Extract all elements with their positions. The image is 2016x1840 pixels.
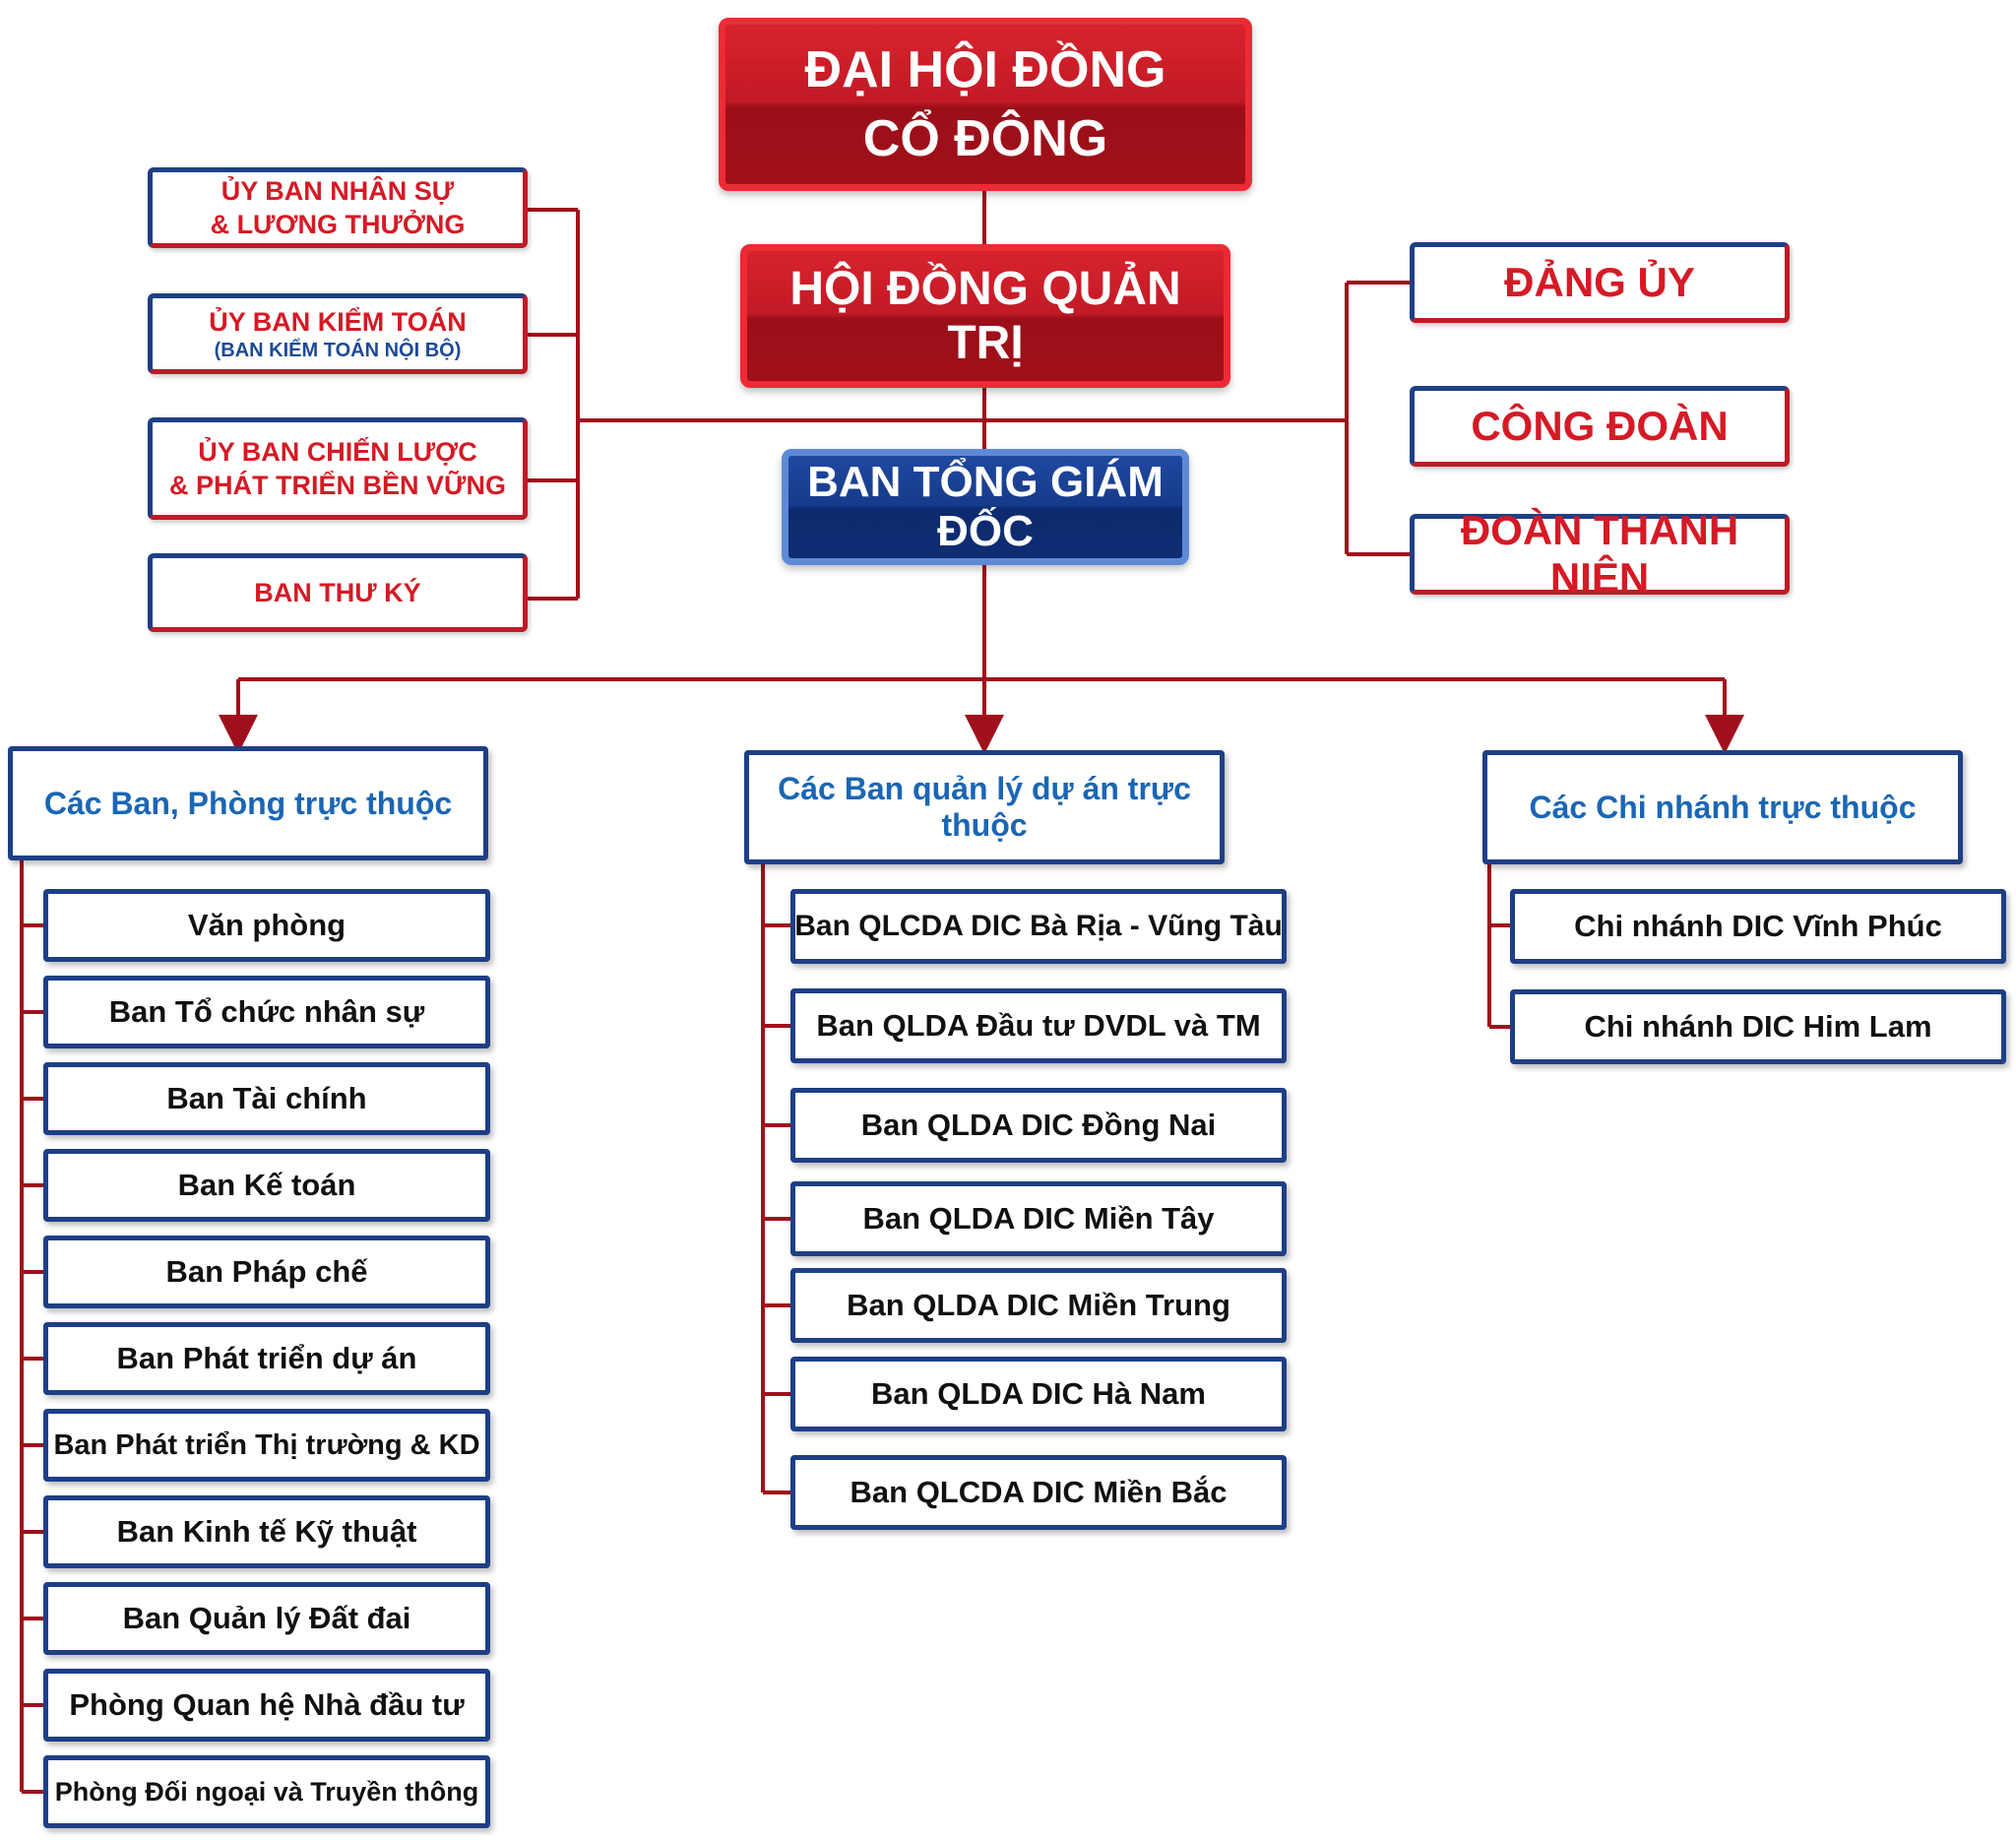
- project-board-item: Ban QLDA DIC Đồng Nai: [790, 1088, 1287, 1163]
- project-board-item: Ban QLDA DIC Miền Tây: [790, 1181, 1287, 1256]
- org-label: ĐẢNG ỦY: [1504, 259, 1695, 305]
- org-label: ĐOÀN THANH NIÊN: [1460, 507, 1739, 601]
- committee-line: BAN THƯ KÝ: [254, 578, 421, 607]
- group-header-project-boards: Các Ban quản lý dự án trực thuộc: [744, 750, 1225, 864]
- dept-label: Ban Pháp chế: [165, 1254, 368, 1289]
- project-board-label: Ban QLDA DIC Miền Tây: [862, 1201, 1215, 1236]
- group-header-branches: Các Chi nhánh trực thuộc: [1482, 750, 1963, 864]
- dept-label: Ban Phát triển dự án: [116, 1341, 417, 1375]
- dept-label: Ban Phát triển Thị trường & KD: [53, 1428, 480, 1461]
- committee-line: ỦY BAN NHÂN SỰ: [220, 176, 455, 206]
- dept-label: Phòng Đối ngoại và Truyền thông: [54, 1776, 479, 1807]
- committee-audit: ỦY BAN KIỂM TOÁN (BAN KIỂM TOÁN NỘI BỘ): [148, 293, 528, 374]
- dept-item: Ban Pháp chế: [43, 1236, 490, 1308]
- org-label: CÔNG ĐOÀN: [1471, 403, 1729, 449]
- project-board-item: Ban QLDA DIC Hà Nam: [790, 1357, 1287, 1431]
- branch-item: Chi nhánh DIC Vĩnh Phúc: [1510, 889, 2006, 964]
- dept-item: Ban Quản lý Đất đai: [43, 1582, 490, 1655]
- committee-line: ỦY BAN KIỂM TOÁN: [209, 307, 467, 337]
- dept-label: Phòng Quan hệ Nhà đầu tư: [69, 1687, 465, 1722]
- dept-item: Ban Tài chính: [43, 1062, 490, 1135]
- general-meeting-line1: ĐẠI HỘI ĐỒNG: [804, 41, 1166, 98]
- dept-item: Ban Kinh tế Kỹ thuật: [43, 1495, 490, 1568]
- dept-label: Ban Kinh tế Kỹ thuật: [116, 1514, 417, 1549]
- committee-line: & LƯƠNG THƯỞNG: [210, 210, 466, 239]
- project-board-label: Ban QLCDA DIC Bà Rịa - Vũng Tàu: [794, 910, 1283, 942]
- dept-item: Ban Kế toán: [43, 1149, 490, 1222]
- project-board-item: Ban QLDA Đầu tư DVDL và TM: [790, 988, 1287, 1063]
- branch-label: Chi nhánh DIC Vĩnh Phúc: [1574, 909, 1942, 943]
- committee-secretary: BAN THƯ KÝ: [148, 553, 528, 632]
- committee-line: ỦY BAN CHIẾN LƯỢC: [198, 437, 477, 467]
- dept-label: Ban Tổ chức nhân sự: [108, 994, 425, 1029]
- org-trade-union: CÔNG ĐOÀN: [1410, 386, 1790, 467]
- project-board-label: Ban QLCDA DIC Miền Bắc: [850, 1475, 1228, 1509]
- dept-item: Phòng Quan hệ Nhà đầu tư: [43, 1669, 490, 1742]
- dept-item: Ban Tổ chức nhân sự: [43, 976, 490, 1048]
- group-header-label: Các Ban quản lý dự án trực thuộc: [778, 771, 1191, 843]
- general-meeting-line2: CỔ ĐÔNG: [862, 110, 1108, 167]
- group-header-departments: Các Ban, Phòng trực thuộc: [8, 746, 488, 860]
- project-board-label: Ban QLDA DIC Đồng Nai: [860, 1108, 1217, 1142]
- project-board-item: Ban QLCDA DIC Miền Bắc: [790, 1455, 1287, 1530]
- dept-item: Văn phòng: [43, 889, 490, 962]
- org-party-committee: ĐẢNG ỦY: [1410, 242, 1790, 323]
- org-youth-union: ĐOÀN THANH NIÊN: [1410, 507, 1790, 601]
- dept-label: Văn phòng: [187, 908, 346, 942]
- dept-item: Ban Phát triển dự án: [43, 1322, 490, 1395]
- ceo-board-label: BAN TỔNG GIÁM ĐỐC: [807, 458, 1164, 555]
- branch-item: Chi nhánh DIC Him Lam: [1510, 989, 2006, 1064]
- committee-line: & PHÁT TRIỂN BỀN VỮNG: [169, 471, 506, 500]
- committee-subtitle: (BAN KIỂM TOÁN NỘI BỘ): [214, 340, 462, 361]
- board-of-directors-label: HỘI ĐỒNG QUẢN TRỊ: [789, 263, 1181, 369]
- dept-label: Ban Quản lý Đất đai: [122, 1601, 411, 1635]
- committee-strategy-sustainability: ỦY BAN CHIẾN LƯỢC & PHÁT TRIỂN BỀN VỮNG: [148, 417, 528, 520]
- group-header-label: Các Chi nhánh trực thuộc: [1529, 789, 1917, 825]
- board-of-directors: HỘI ĐỒNG QUẢN TRỊ: [740, 244, 1230, 388]
- general-shareholders-meeting: ĐẠI HỘI ĐỒNG CỔ ĐÔNG: [719, 18, 1252, 191]
- committee-hr-compensation: ỦY BAN NHÂN SỰ & LƯƠNG THƯỞNG: [148, 167, 528, 248]
- project-board-item: Ban QLCDA DIC Bà Rịa - Vũng Tàu: [790, 889, 1287, 964]
- project-board-label: Ban QLDA DIC Miền Trung: [847, 1288, 1230, 1322]
- dept-item: Phòng Đối ngoại và Truyền thông: [43, 1755, 490, 1828]
- project-board-label: Ban QLDA Đầu tư DVDL và TM: [816, 1008, 1261, 1043]
- dept-item: Ban Phát triển Thị trường & KD: [43, 1409, 490, 1482]
- project-board-label: Ban QLDA DIC Hà Nam: [871, 1376, 1206, 1411]
- branch-label: Chi nhánh DIC Him Lam: [1584, 1009, 1932, 1044]
- group-header-label: Các Ban, Phòng trực thuộc: [43, 785, 453, 821]
- project-board-item: Ban QLDA DIC Miền Trung: [790, 1268, 1287, 1343]
- dept-label: Ban Tài chính: [166, 1081, 367, 1115]
- ceo-board: BAN TỔNG GIÁM ĐỐC: [782, 449, 1189, 565]
- dept-label: Ban Kế toán: [177, 1168, 356, 1202]
